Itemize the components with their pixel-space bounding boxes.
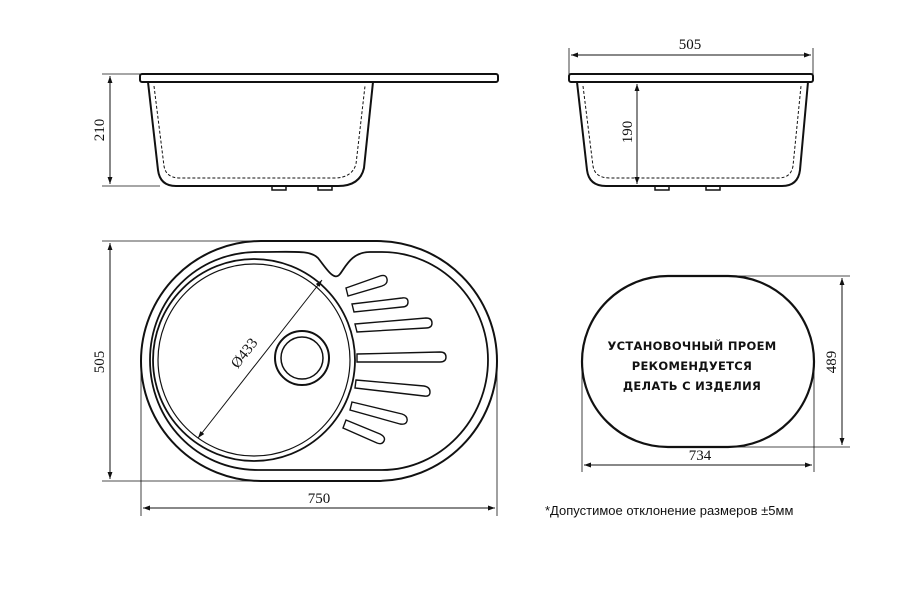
- top-view: [102, 240, 498, 516]
- drain-bump-right: [654, 186, 721, 191]
- tolerance-note: *Допустимое отклонение размеров ±5мм: [545, 503, 794, 518]
- diameter-line: [197, 279, 323, 439]
- cutout-view: [580, 274, 850, 472]
- drain-outer: [274, 330, 330, 386]
- dim-489-label: 489: [824, 351, 840, 374]
- cutout-outline: [580, 274, 816, 449]
- bowl-diameter-label: Ø433: [228, 335, 261, 371]
- drainboard-grooves: [342, 274, 447, 445]
- cutout-line-1: УСТАНОВОЧНЫЙ ПРОЕМ: [608, 338, 777, 353]
- sink-rim-left: [139, 73, 499, 83]
- groove-3: [354, 317, 433, 333]
- groove-2: [351, 297, 409, 313]
- groove-5: [354, 379, 431, 397]
- dim-734-label: 734: [689, 448, 712, 464]
- sink-rim-right: [568, 73, 814, 83]
- sink-outline-outer: [140, 240, 498, 482]
- bowl-inner: [157, 263, 351, 457]
- drain-inner: [280, 336, 324, 380]
- dim-750-label: 750: [308, 491, 331, 507]
- dim-505-left-label: 505: [92, 351, 108, 374]
- groove-6: [349, 401, 408, 425]
- cutout-line-3: ДЕЛАТЬ С ИЗДЕЛИЯ: [623, 379, 761, 393]
- groove-7: [342, 419, 386, 445]
- drain-bump-left: [271, 186, 333, 191]
- cutout-line-2: РЕКОМЕНДУЕТСЯ: [632, 359, 752, 373]
- side-view-right: [568, 48, 814, 191]
- bowl-profile-right: [576, 81, 809, 187]
- bowl-inner-dashed-right: [582, 85, 802, 179]
- side-view-left: [102, 73, 499, 191]
- dim-210-label: 210: [92, 119, 108, 142]
- dim-505-top-label: 505: [679, 37, 702, 53]
- dim-190-label: 190: [620, 121, 636, 144]
- sink-outline-inner: [149, 250, 489, 471]
- bowl-outer: [152, 258, 356, 462]
- bowl-inner-dashed-left: [153, 85, 366, 179]
- bowl-profile-left: [147, 81, 374, 187]
- groove-4: [356, 351, 447, 363]
- groove-1: [345, 274, 388, 297]
